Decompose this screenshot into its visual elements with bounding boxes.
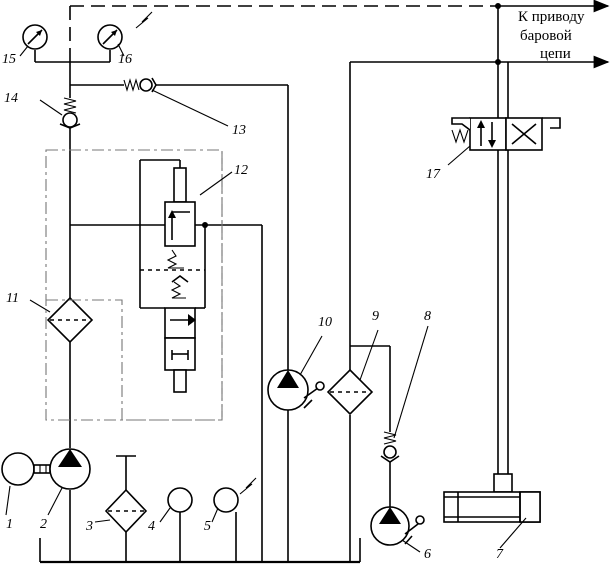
caption-line-1: К приводу [518,9,585,25]
label-12: 12 [234,163,248,178]
tank-filter-icon [94,455,148,534]
label-1: 1 [6,517,13,532]
check-valve-14-icon [39,97,81,129]
chain-drive-caption: К приводу баровой цепи [518,9,585,62]
label-3: 3 [85,519,93,534]
component-labels: 1 2 3 4 5 6 7 8 9 10 11 12 13 14 15 16 1… [2,52,504,562]
chain-drive-line [349,3,610,508]
label-4: 4 [148,519,155,534]
main-pressure-line [34,50,289,448]
aux-pump-10-icon [267,335,325,411]
check-valve-13-icon [123,77,229,127]
caption-line-3: цепи [540,46,571,62]
label-2: 2 [40,517,47,532]
label-17: 17 [426,167,441,182]
gauge-4-icon [159,487,193,523]
label-6: 6 [424,547,431,562]
pump-6-icon [370,506,425,553]
relief-valve-block [45,149,233,421]
label-7: 7 [496,547,504,562]
directional-valve-17-icon [447,117,561,166]
caption-line-2: баровой [520,28,572,44]
label-16: 16 [118,52,132,67]
label-10: 10 [318,315,332,330]
label-8: 8 [424,309,431,324]
control-line [69,0,610,62]
label-15: 15 [2,52,16,67]
main-pump-icon [47,448,91,516]
tank-line [39,225,361,564]
label-14: 14 [4,91,18,106]
label-5: 5 [204,519,211,534]
label-11: 11 [6,291,19,306]
filter-9-icon [326,329,379,416]
label-9: 9 [372,309,379,324]
main-filter-icon [29,296,94,344]
gauge-16-icon [97,11,153,57]
gauge-15-icon [19,24,48,57]
label-13: 13 [232,123,246,138]
pressure-switch-5-icon [211,477,257,523]
electric-motor-icon [1,452,51,516]
check-valve-8-icon [380,325,429,463]
hydraulic-cylinder-7-icon [443,473,541,549]
